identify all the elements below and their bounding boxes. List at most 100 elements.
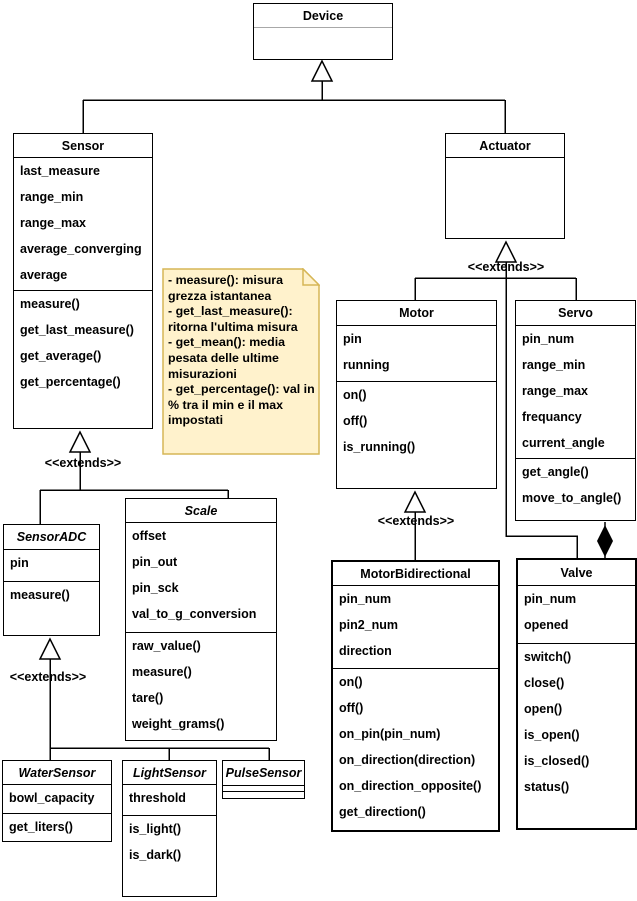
class-watersensor-methods: get_liters() bbox=[3, 813, 111, 841]
attribute: range_max bbox=[20, 216, 87, 230]
method: get_percentage() bbox=[20, 375, 121, 389]
attribute: current_angle bbox=[522, 436, 605, 450]
method: on() bbox=[339, 675, 363, 689]
note-line: - measure(): misura grezza istantanea bbox=[168, 273, 283, 303]
inheritance-arrow-sensoradc bbox=[38, 637, 62, 660]
note-line: - get_last_measure(): ritorna l'ultima m… bbox=[168, 304, 298, 334]
class-pulsesensor-title: PulseSensor bbox=[223, 761, 304, 786]
class-pulsesensor-methods bbox=[223, 792, 304, 798]
inheritance-sensoradc-branch bbox=[49, 659, 270, 760]
class-motor-title: Motor bbox=[337, 301, 496, 326]
class-lightsensor-attributes: threshold bbox=[123, 785, 216, 815]
class-watersensor-title: WaterSensor bbox=[3, 761, 111, 785]
class-pulsesensor-attributes bbox=[223, 786, 304, 792]
attribute: pin bbox=[10, 556, 29, 570]
sticky-note-text: - measure(): misura grezza istantanea- g… bbox=[162, 268, 320, 429]
class-sensor-title: Sensor bbox=[14, 134, 152, 158]
inheritance-arrow-motor bbox=[403, 490, 427, 513]
attribute: last_measure bbox=[20, 164, 100, 178]
attribute: range_max bbox=[522, 384, 589, 398]
attribute: pin_num bbox=[524, 592, 577, 606]
method: is_closed() bbox=[524, 754, 590, 768]
class-device-body bbox=[254, 28, 392, 59]
class-sensoradc: SensorADC pin measure() bbox=[3, 524, 100, 636]
method: get_liters() bbox=[9, 820, 73, 834]
method: tare() bbox=[132, 691, 164, 705]
class-watersensor: WaterSensor bowl_capacity get_liters() bbox=[2, 760, 112, 842]
attribute: pin2_num bbox=[339, 618, 399, 632]
inheritance-arrow-sensor bbox=[68, 430, 92, 453]
method: get_average() bbox=[20, 349, 102, 363]
attribute: opened bbox=[524, 618, 569, 632]
method: get_angle() bbox=[522, 465, 589, 479]
class-sensoradc-title: SensorADC bbox=[4, 525, 99, 550]
attribute: pin_num bbox=[522, 332, 575, 346]
composition-servo-valve bbox=[597, 522, 613, 558]
method: get_last_measure() bbox=[20, 323, 134, 337]
class-lightsensor: LightSensor threshold is_light()is_dark(… bbox=[122, 760, 217, 897]
attribute: threshold bbox=[129, 791, 186, 805]
note-line: - get_percentage(): val in % tra il min … bbox=[168, 382, 315, 428]
method: open() bbox=[524, 702, 563, 716]
method: close() bbox=[524, 676, 565, 690]
method: is_light() bbox=[129, 822, 182, 836]
method: on_direction(direction) bbox=[339, 753, 476, 767]
class-motor-methods: on()off()is_running() bbox=[337, 381, 496, 488]
method: move_to_angle() bbox=[522, 491, 622, 505]
inheritance-sensor-branch bbox=[39, 452, 229, 524]
class-actuator-title: Actuator bbox=[446, 134, 564, 158]
inheritance-actuator-branch bbox=[414, 262, 578, 558]
class-actuator: Actuator bbox=[445, 133, 565, 239]
method: off() bbox=[339, 701, 364, 715]
sticky-note: - measure(): misura grezza istantanea- g… bbox=[162, 268, 320, 455]
attribute: offset bbox=[132, 529, 167, 543]
method: switch() bbox=[524, 650, 572, 664]
inheritance-arrow-device bbox=[310, 59, 334, 82]
method: off() bbox=[343, 414, 368, 428]
class-servo: Servo pin_num range_min range_max frequancy… bbox=[515, 300, 636, 521]
note-fold-icon bbox=[302, 268, 320, 286]
method: is_running() bbox=[343, 440, 416, 454]
class-lightsensor-methods: is_light() is_dark() bbox=[123, 815, 216, 896]
attribute: pin_out bbox=[132, 555, 178, 569]
attribute: frequancy bbox=[522, 410, 582, 424]
method: is_dark() bbox=[129, 848, 182, 862]
attribute: range_min bbox=[522, 358, 586, 372]
composition-diamond-icon bbox=[597, 525, 613, 557]
class-device: Device bbox=[253, 3, 393, 60]
attribute: average bbox=[20, 268, 68, 282]
sticky-note-shape bbox=[162, 268, 320, 455]
method: is_open() bbox=[524, 728, 580, 742]
attribute: pin_sck bbox=[132, 581, 179, 595]
class-actuator-body bbox=[446, 158, 564, 238]
method: measure() bbox=[20, 297, 80, 311]
method: weight_grams() bbox=[132, 717, 225, 731]
inheritance-device-branch bbox=[82, 81, 506, 133]
attribute: running bbox=[343, 358, 390, 372]
class-valve-methods: switch() close() open() is_open() is_closed(… bbox=[518, 643, 635, 828]
method: on_pin(pin_num) bbox=[339, 727, 441, 741]
class-sensoradc-attributes: pin bbox=[4, 550, 99, 581]
attribute: pin bbox=[343, 332, 362, 346]
method: on_direction_opposite() bbox=[339, 779, 482, 793]
attribute: val_to_g_conversion bbox=[132, 607, 257, 621]
class-motorbidirectional-methods: on() off() on_pin(pin_num) on_direction(dir… bbox=[333, 668, 498, 830]
class-valve-title: Valve bbox=[518, 560, 635, 586]
method: status() bbox=[524, 780, 570, 794]
class-scale: Scale offset pin_out pin_sck val_to_g_conve… bbox=[125, 498, 277, 741]
class-scale-attributes: offset pin_out pin_sck val_to_g_conversion bbox=[126, 523, 276, 632]
class-motorbidirectional-title: MotorBidirectional bbox=[333, 562, 498, 586]
attribute: bowl_capacity bbox=[9, 791, 95, 805]
class-servo-title: Servo bbox=[516, 301, 635, 326]
method: measure() bbox=[10, 588, 70, 602]
class-scale-title: Scale bbox=[126, 499, 276, 523]
attribute: range_min bbox=[20, 190, 84, 204]
